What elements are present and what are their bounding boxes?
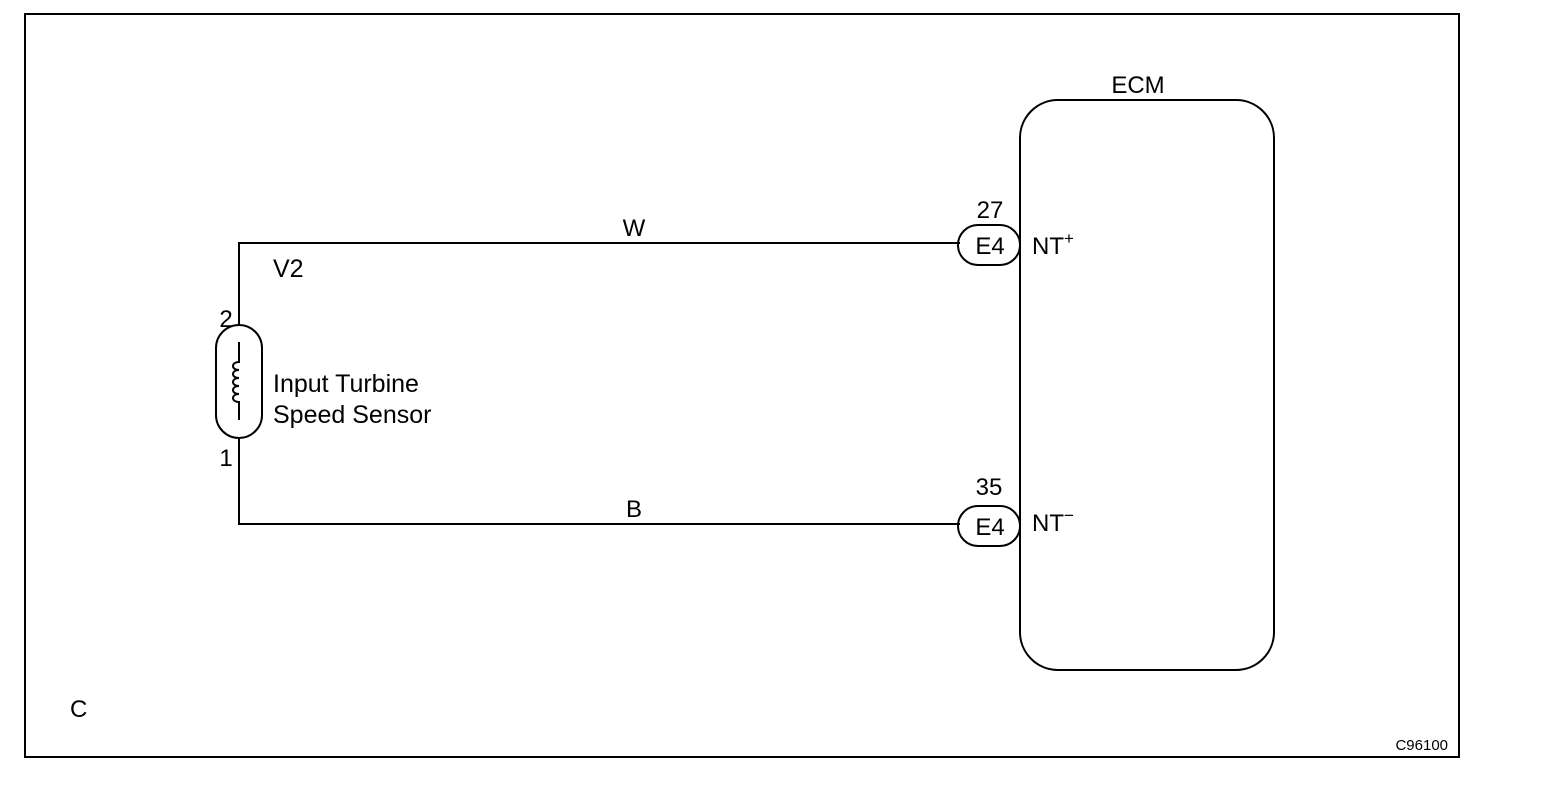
figure-code: C96100 xyxy=(1395,737,1448,754)
diagram-frame xyxy=(24,13,1460,758)
wire-lower-color-label: B xyxy=(626,496,642,523)
corner-label: C xyxy=(70,696,87,723)
terminal-upper-name: NT xyxy=(1032,233,1064,260)
terminal-upper-sign: + xyxy=(1064,229,1074,248)
wire-lower xyxy=(238,438,960,525)
connector-lower-shell xyxy=(957,505,1021,547)
connector-lower-pin: 35 xyxy=(976,474,1003,501)
sensor-name-line1: Input Turbine xyxy=(273,370,419,398)
connector-lower: E4 35 NT− xyxy=(957,474,1074,547)
sensor-capsule xyxy=(215,324,263,439)
wire-upper-color-label: W xyxy=(623,215,646,242)
terminal-lower-name: NT xyxy=(1032,510,1064,537)
connector-upper-shell xyxy=(957,224,1021,266)
terminal-lower-sign: − xyxy=(1064,506,1074,525)
speed-sensor xyxy=(215,324,263,439)
terminal-upper-label: NT+ xyxy=(1032,229,1074,260)
sensor-pin-bottom: 1 xyxy=(219,445,232,472)
terminal-lower-label: NT− xyxy=(1032,506,1074,537)
ecm-label: ECM xyxy=(1111,72,1164,99)
sensor-pin-top: 2 xyxy=(219,306,232,333)
wire-upper xyxy=(238,242,960,325)
connector-upper-pin: 27 xyxy=(977,197,1004,224)
ecm-block xyxy=(1019,99,1275,671)
connector-lower-code: E4 xyxy=(975,514,1004,541)
sensor-code: V2 xyxy=(273,255,304,283)
sensor-name-line2: Speed Sensor xyxy=(273,401,431,429)
connector-upper-code: E4 xyxy=(975,233,1004,260)
sensor-coil-icon xyxy=(232,342,240,420)
connector-upper: E4 27 NT+ xyxy=(957,197,1074,266)
